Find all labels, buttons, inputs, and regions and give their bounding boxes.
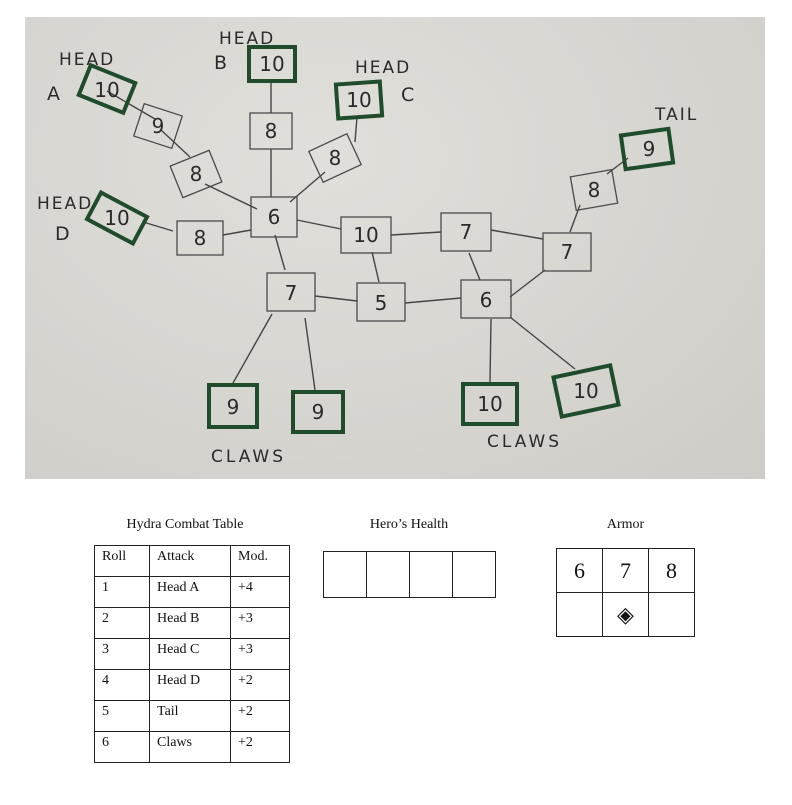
head-a-value: 10	[94, 78, 119, 102]
map-node-numbers: 10 9 8 10 8 10 8 10 8 6 10 7 7 8 9 7 5 6…	[94, 52, 655, 424]
table-row: 3 Head C +3	[94, 638, 290, 670]
head-b-label: HEAD	[219, 29, 275, 49]
mod-cell: +2	[230, 669, 290, 701]
head-c-letter: C	[401, 84, 414, 106]
armor-marker-slot[interactable]: ◈	[602, 592, 649, 637]
armor-value[interactable]: 8	[648, 548, 695, 593]
head-c-label: HEAD	[355, 58, 411, 78]
node-value: 10	[353, 223, 378, 247]
node-value: 8	[265, 119, 278, 143]
claw-value: 10	[573, 379, 598, 403]
node-value: 9	[152, 114, 165, 138]
map-labels: HEAD A HEAD B HEAD C HEAD D TAIL CLAWS C…	[37, 29, 698, 467]
attack-cell: Claws	[149, 731, 231, 763]
armor-value[interactable]: 6	[556, 548, 603, 593]
node-value: 7	[285, 281, 298, 305]
head-b-value: 10	[259, 52, 284, 76]
mod-cell: +4	[230, 576, 290, 608]
node-value: 8	[190, 162, 203, 186]
armor-marker-slot[interactable]	[556, 592, 603, 637]
armor-values-row: 6 7 8	[556, 548, 695, 593]
map-plain-boxes	[132, 102, 619, 322]
table-row: 2 Head B +3	[94, 607, 290, 639]
head-b-letter: B	[214, 52, 227, 74]
node-value: 8	[329, 146, 342, 170]
hero-health-track	[323, 551, 496, 598]
armor-marker-slot[interactable]	[648, 592, 695, 637]
armor-value[interactable]: 7	[602, 548, 649, 593]
node-value: 6	[480, 288, 493, 312]
hydra-map-drawing: 10 9 8 10 8 10 8 10 8 6 10 7 7 8 9 7 5 6…	[37, 29, 698, 467]
table-row: 1 Head A +4	[94, 576, 290, 608]
claw-value: 9	[312, 400, 325, 424]
tail-label: TAIL	[654, 105, 698, 125]
head-c-value: 10	[346, 88, 371, 112]
health-box[interactable]	[453, 552, 496, 597]
mod-cell: +3	[230, 638, 290, 670]
roll-cell: 2	[94, 607, 150, 639]
mod-cell: +2	[230, 731, 290, 763]
hydra-map: 10 9 8 10 8 10 8 10 8 6 10 7 7 8 9 7 5 6…	[25, 17, 765, 479]
tail-value: 9	[643, 137, 656, 161]
claw-value: 10	[477, 392, 502, 416]
armor-track: 6 7 8 ◈	[556, 548, 695, 637]
head-d-label: HEAD	[37, 194, 93, 214]
roll-cell: 3	[94, 638, 150, 670]
claws-right-label: CLAWS	[487, 432, 562, 452]
table-row: 4 Head D +2	[94, 669, 290, 701]
table-row: 5 Tail +2	[94, 700, 290, 732]
claw-value: 9	[227, 395, 240, 419]
column-header: Mod.	[230, 545, 290, 577]
combat-table-title: Hydra Combat Table	[126, 517, 244, 532]
map-terminal-boxes	[76, 45, 676, 434]
head-d-letter: D	[55, 223, 70, 245]
head-a-label: HEAD	[59, 50, 115, 70]
roll-cell: 6	[94, 731, 150, 763]
roll-cell: 5	[94, 700, 150, 732]
column-header: Attack	[149, 545, 231, 577]
armor-marker-row: ◈	[556, 592, 695, 637]
claws-left-label: CLAWS	[211, 447, 286, 467]
attack-cell: Tail	[149, 700, 231, 732]
attack-cell: Head D	[149, 669, 231, 701]
table-header-row: Roll Attack Mod.	[94, 545, 290, 577]
roll-cell: 1	[94, 576, 150, 608]
diamond-marker-icon[interactable]: ◈	[617, 601, 634, 627]
attack-cell: Head B	[149, 607, 231, 639]
mod-cell: +3	[230, 607, 290, 639]
node-value: 7	[561, 240, 574, 264]
hero-health-title: Hero’s Health	[369, 517, 449, 532]
table-row: 6 Claws +2	[94, 731, 290, 763]
node-value: 8	[588, 178, 601, 202]
mod-cell: +2	[230, 700, 290, 732]
health-box[interactable]	[324, 552, 367, 597]
node-value: 7	[460, 220, 473, 244]
node-value: 8	[194, 226, 207, 250]
roll-cell: 4	[94, 669, 150, 701]
health-box[interactable]	[410, 552, 453, 597]
node-value: 5	[375, 291, 388, 315]
armor-title: Armor	[606, 517, 645, 532]
head-d-value: 10	[104, 206, 129, 230]
combat-table: Roll Attack Mod. 1 Head A +4 2 Head B +3…	[94, 545, 290, 763]
health-box[interactable]	[367, 552, 410, 597]
column-header: Roll	[94, 545, 150, 577]
head-a-letter: A	[47, 83, 60, 105]
attack-cell: Head A	[149, 576, 231, 608]
node-value: 6	[268, 205, 281, 229]
attack-cell: Head C	[149, 638, 231, 670]
